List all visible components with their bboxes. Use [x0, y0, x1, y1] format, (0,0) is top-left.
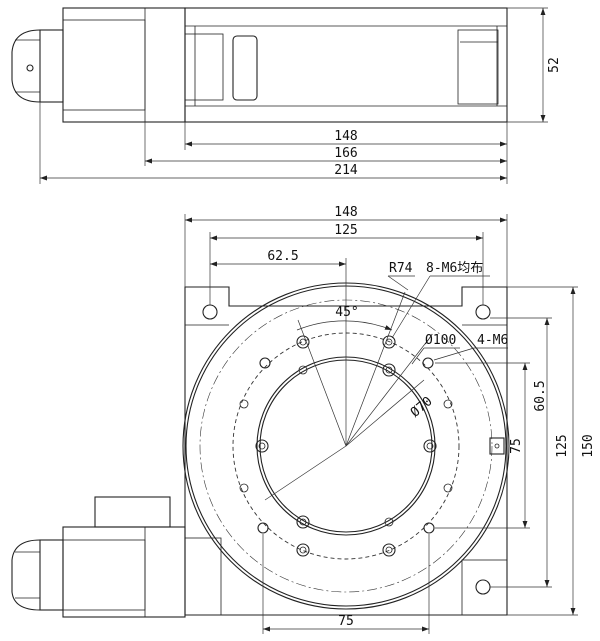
side-view: 52 148 166 214	[11, 7, 562, 184]
bolt-circle	[232, 332, 460, 560]
dim-52: 52	[547, 57, 562, 73]
top-view: 45° 148 125 62.5 R74 8-M6均布 Ø100 4-M6 Ø7…	[11, 205, 596, 634]
motor-body	[62, 526, 186, 618]
dim-166: 166	[334, 146, 357, 161]
dim-148-side: 148	[334, 129, 357, 144]
dim-r74: R74	[389, 261, 413, 276]
dim-125-right: 125	[555, 434, 570, 457]
dim-150: 150	[581, 434, 596, 457]
base-plate	[184, 286, 508, 616]
motor-cap	[39, 539, 64, 611]
side-motor-cap	[39, 29, 64, 103]
dim-dia-70: Ø70	[408, 394, 436, 421]
bolt-holes	[255, 335, 437, 557]
dim-62-5: 62.5	[267, 249, 298, 264]
side-motor-shaft	[26, 64, 34, 72]
dim-angle: 45°	[335, 305, 358, 320]
motor-flange	[94, 496, 171, 528]
dim-214: 214	[334, 163, 358, 178]
dim-60-5: 60.5	[533, 380, 548, 411]
dim-4-m6: 4-M6	[477, 333, 508, 348]
outer-holes	[239, 357, 453, 534]
dim-8-m6: 8-M6均布	[426, 261, 483, 276]
side-motor	[62, 7, 186, 123]
dim-75-bottom: 75	[338, 614, 354, 629]
dim-125-top: 125	[334, 223, 357, 238]
corner-hole	[475, 579, 491, 595]
dim-dia-100: Ø100	[425, 333, 456, 348]
key-slot	[489, 437, 505, 455]
dim-75-right: 75	[509, 438, 524, 454]
dim-148-top: 148	[334, 205, 357, 220]
corner-hole	[475, 304, 491, 320]
corner-hole	[202, 304, 218, 320]
side-slot	[232, 35, 258, 101]
